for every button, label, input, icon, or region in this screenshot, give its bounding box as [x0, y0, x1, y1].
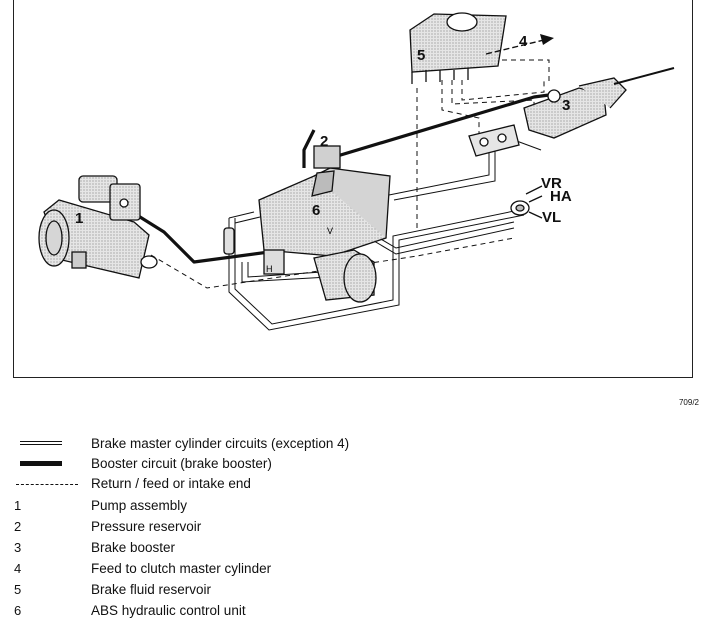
brake-fluid-reservoir	[409, 12, 507, 84]
legend-key	[14, 454, 76, 474]
label-3: 3	[562, 97, 570, 114]
legend-text: Booster circuit (brake booster)	[91, 456, 272, 471]
legend-row: Return / feed or intake end	[0, 474, 707, 494]
hydraulic-diagram: 1 2 3 4 5 6 VR HA VL H V	[38, 12, 675, 331]
legend-row: 2 Pressure reservoir	[0, 517, 707, 537]
label-2: 2	[320, 133, 328, 150]
legend-row: 5 Brake fluid reservoir	[0, 580, 707, 600]
legend-row: 6 ABS hydraulic control unit	[0, 601, 707, 621]
legend-text: Brake booster	[91, 540, 176, 555]
hydraulic-diagram-frame: 1 2 3 4 5 6 VR HA VL H V	[13, 0, 693, 378]
label-5: 5	[417, 47, 425, 64]
legend-row: Booster circuit (brake booster)	[0, 454, 707, 474]
clutch-feed-arrow	[485, 34, 554, 55]
label-vl: VL	[542, 209, 561, 226]
abs-control-unit	[223, 145, 391, 303]
legend-row: 4 Feed to clutch master cylinder	[0, 559, 707, 579]
label-1: 1	[75, 210, 83, 227]
legend-key: 3	[14, 540, 22, 555]
thick-line-symbol	[20, 461, 62, 466]
legend-key: 5	[14, 582, 22, 597]
legend-key: 6	[14, 603, 22, 618]
legend-text: Feed to clutch master cylinder	[91, 561, 272, 576]
double-line-symbol	[20, 441, 62, 445]
dashed-line-symbol	[16, 484, 78, 485]
legend-text: Pressure reservoir	[91, 519, 202, 534]
figure-code: 709/2	[678, 398, 699, 407]
label-h: H	[266, 264, 273, 274]
label-vr: VR	[541, 175, 562, 192]
legend-text: Brake fluid reservoir	[91, 582, 212, 597]
legend-text: Return / feed or intake end	[91, 476, 251, 491]
legend-key: 2	[14, 519, 22, 534]
label-4: 4	[519, 33, 528, 50]
legend-text: ABS hydraulic control unit	[91, 603, 246, 618]
brake-line-junction	[510, 185, 543, 219]
label-ha: HA	[550, 188, 572, 205]
legend-row: Brake master cylinder circuits (exceptio…	[0, 434, 707, 454]
legend-key: 1	[14, 498, 22, 513]
legend-key: 4	[14, 561, 22, 576]
label-6: 6	[312, 202, 320, 219]
brake-booster	[468, 67, 675, 157]
legend-row: 1 Pump assembly	[0, 496, 707, 516]
pump-assembly	[38, 175, 158, 279]
legend-row: 3 Brake booster	[0, 538, 707, 558]
legend-key	[14, 474, 78, 494]
label-v: V	[327, 226, 333, 236]
legend-key	[14, 434, 76, 454]
legend-text: Brake master cylinder circuits (exceptio…	[91, 436, 350, 451]
legend-text: Pump assembly	[91, 498, 188, 513]
